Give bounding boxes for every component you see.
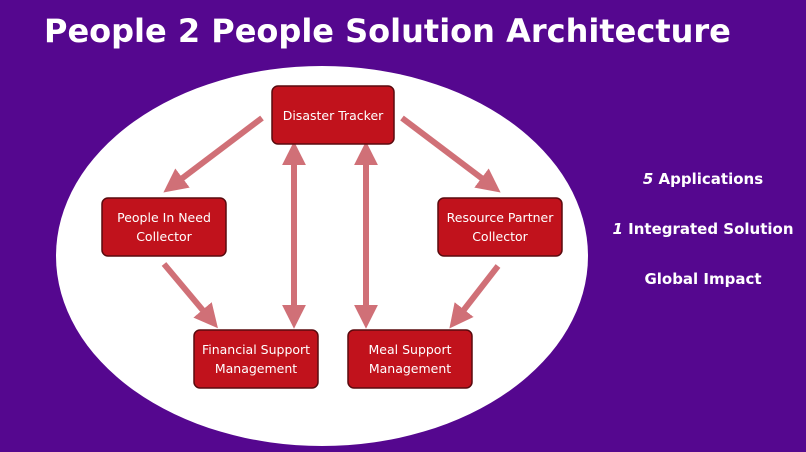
node-financial-support-label-line2: Management [215, 361, 297, 376]
highlight-global-impact-text: Global Impact [644, 270, 762, 288]
slide-title: People 2 People Solution Architecture [44, 12, 731, 50]
node-meal-support-label-line2: Management [369, 361, 451, 376]
node-people-in-need-label-line2: Collector [136, 229, 192, 244]
highlight-global-impact: Global Impact [600, 270, 806, 288]
node-resource-partner-label-line1: Resource Partner [447, 210, 555, 225]
node-meal-support-management: Meal Support Management [347, 329, 473, 389]
node-financial-support-label-line1: Financial Support [202, 342, 310, 357]
highlight-applications-number: 5 [642, 170, 654, 188]
node-resource-partner-label-line2: Collector [472, 229, 528, 244]
arrow-resource-partner-to-meal [449, 264, 501, 329]
highlight-applications: 5 Applications [600, 170, 806, 188]
node-financial-support-management: Financial Support Management [193, 329, 319, 389]
arrow-people-in-need-to-financial [161, 262, 218, 329]
highlight-integrated-number: 1 [612, 220, 623, 238]
highlight-applications-text: Applications [658, 170, 764, 188]
node-disaster-tracker: Disaster Tracker [271, 85, 395, 145]
arrow-tracker-to-resource-partner [400, 115, 501, 193]
node-resource-partner-collector: Resource Partner Collector [437, 197, 563, 257]
arrow-tracker-to-people-in-need [163, 115, 264, 193]
highlight-integrated-text: Integrated Solution [628, 220, 794, 238]
node-disaster-tracker-label: Disaster Tracker [283, 108, 384, 123]
node-people-in-need-label-line1: People In Need [117, 210, 211, 225]
highlight-integrated-solution: 1 Integrated Solution [600, 220, 806, 238]
node-meal-support-label-line1: Meal Support [369, 342, 452, 357]
node-people-in-need-collector: People In Need Collector [101, 197, 227, 257]
